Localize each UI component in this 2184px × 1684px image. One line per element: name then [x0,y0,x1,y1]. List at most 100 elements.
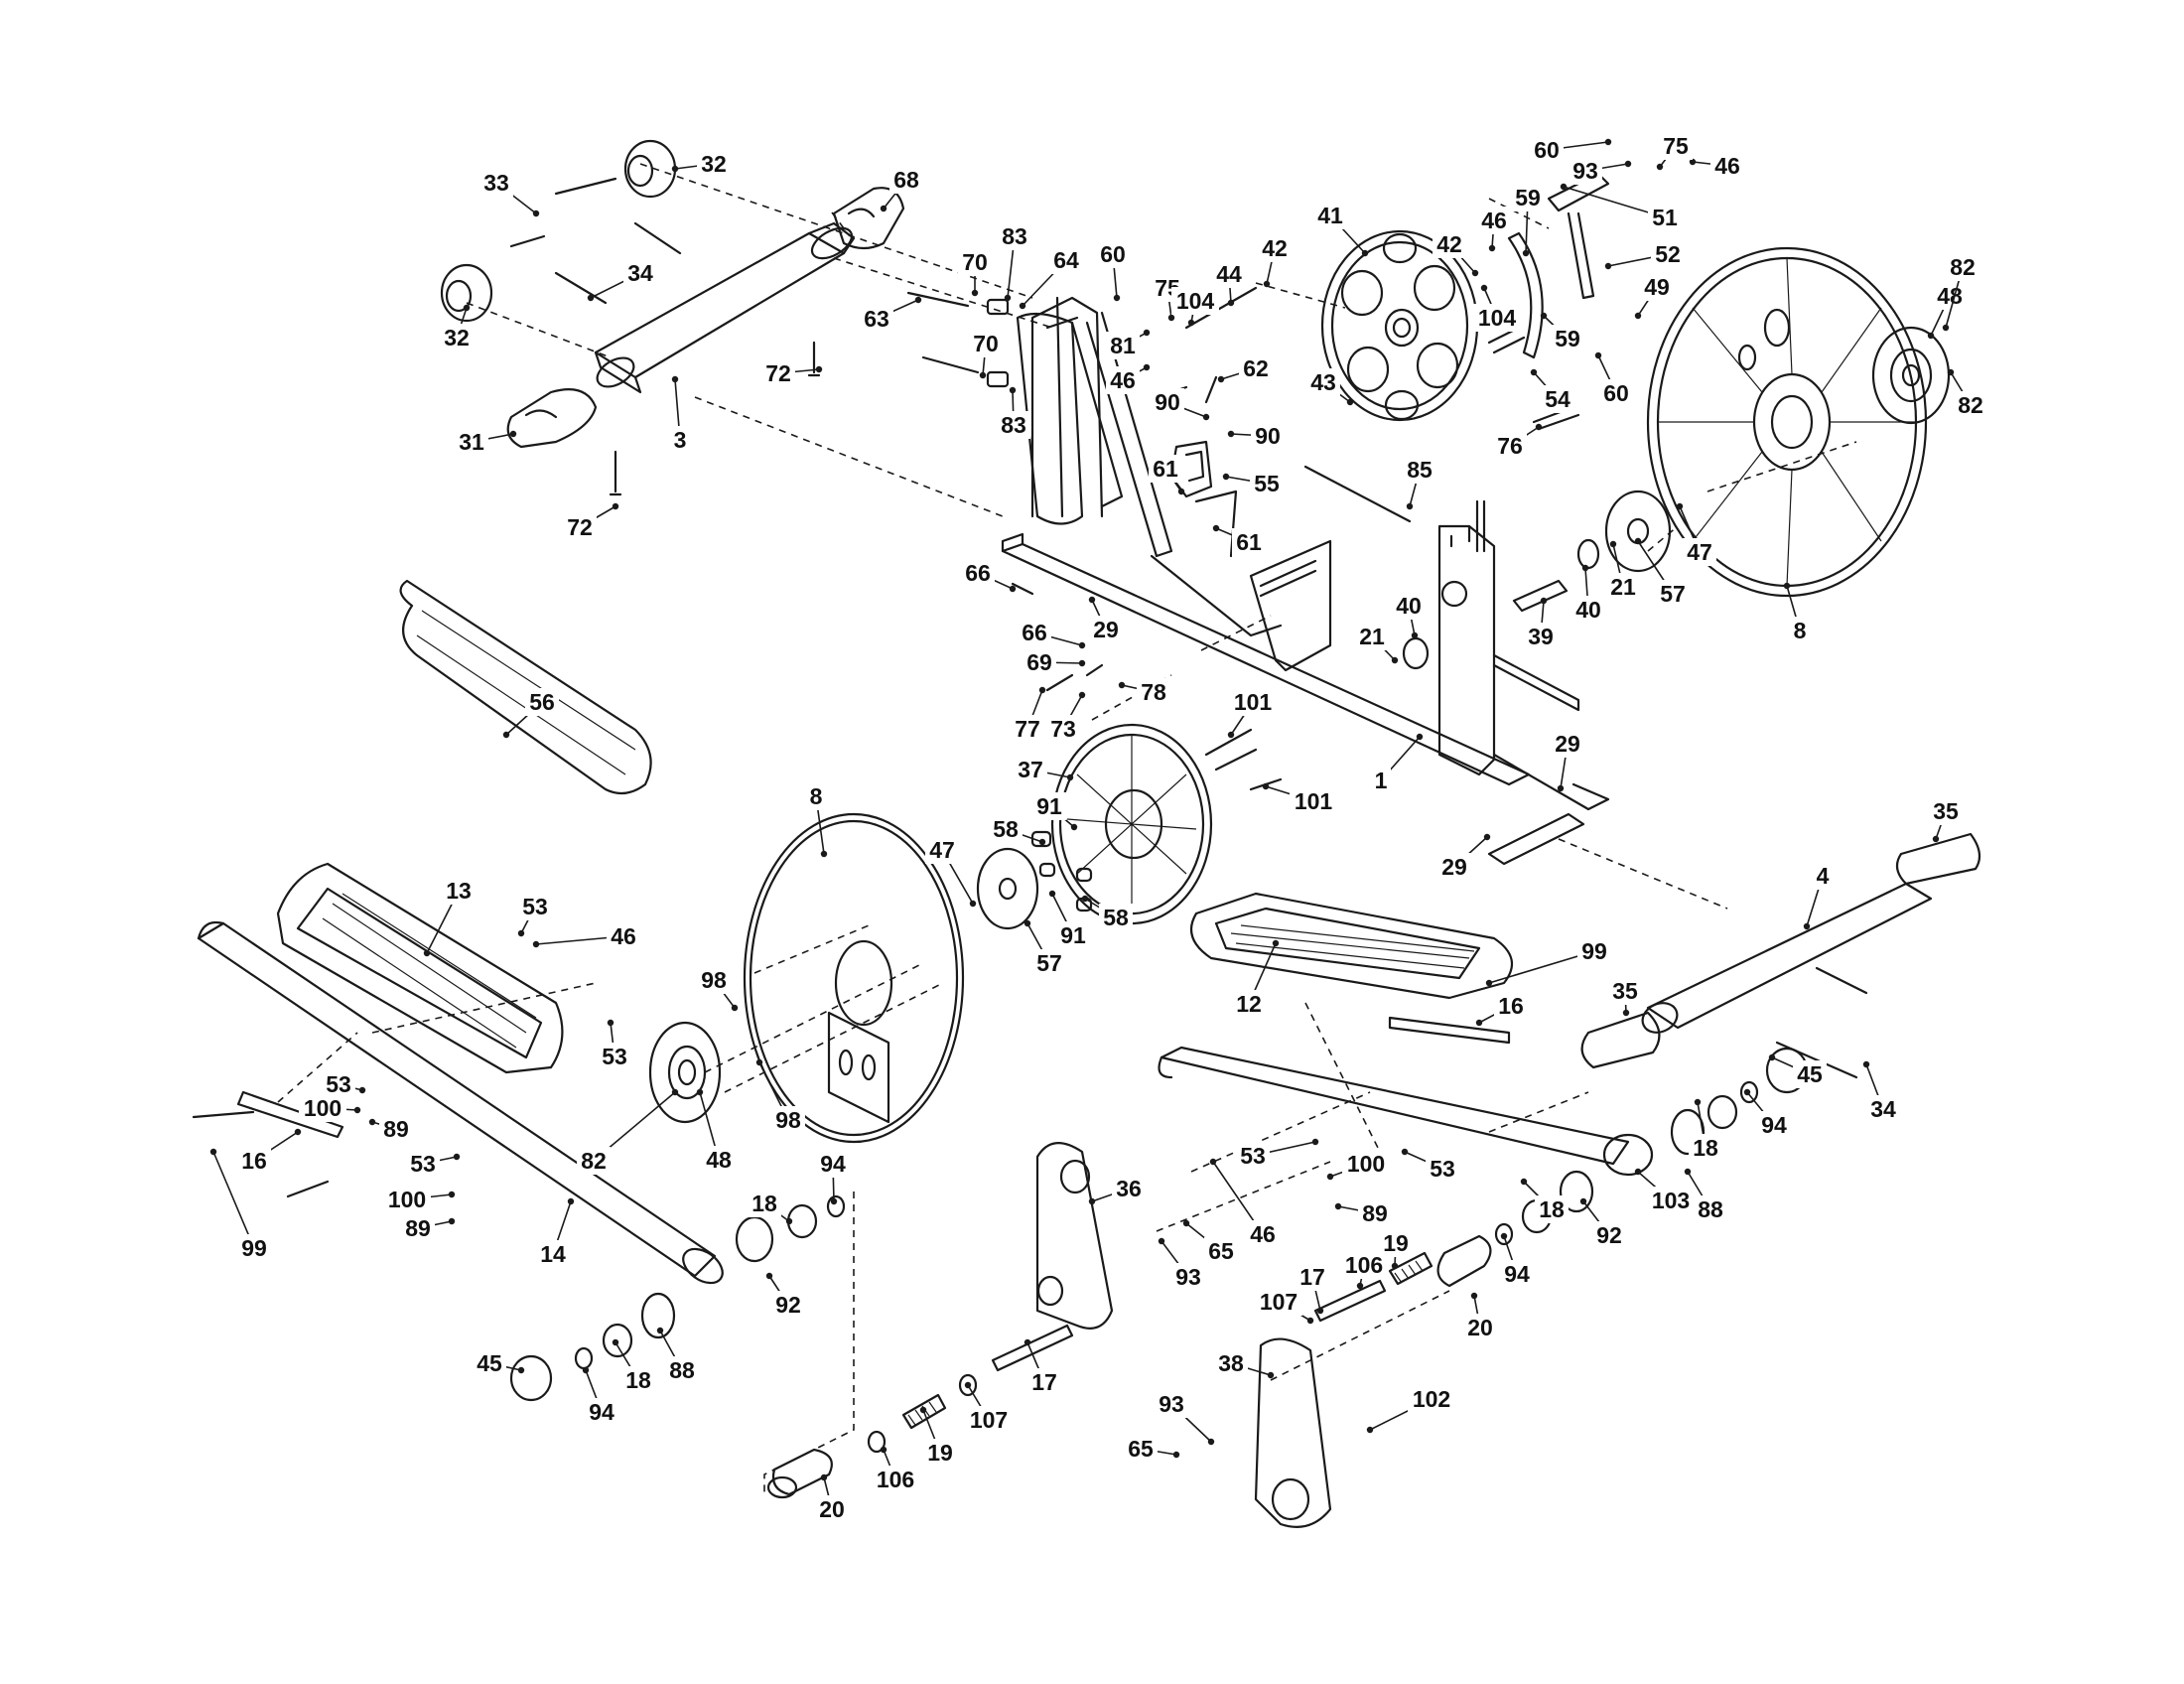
leader-point [587,294,595,302]
part-number-label: 82 [1950,254,1976,280]
part-number-label-bg [479,169,513,197]
part-number-label-bg [925,836,959,864]
left-pedal-arm [192,920,724,1285]
part-number-label-bg [1296,1263,1329,1291]
part-number-label: 56 [529,689,555,715]
part-number-label-bg [1647,1187,1695,1214]
part-number-label-bg [1571,596,1605,624]
leader-point [448,1217,456,1225]
flywheel [1320,229,1479,422]
part-number-label-bg [1477,207,1511,234]
leader-point [1581,564,1589,572]
part-number-label-bg [1340,1251,1388,1279]
crank-spindles [766,1234,1492,1499]
part-number-label: 70 [962,249,988,275]
leader-point [1634,537,1642,545]
part-number-label-bg [1137,678,1170,706]
leader-point [1024,919,1031,927]
leader-point [1604,138,1612,146]
part-number-label-bg [473,1349,506,1377]
part-number-label: 65 [1208,1238,1234,1264]
leader-point [1334,1202,1342,1210]
leader-point [1267,1371,1275,1379]
part-number-label-bg [1608,977,1642,1005]
leader-point [969,900,977,908]
part-number-label: 40 [1396,593,1422,619]
part-number-label: 46 [1714,153,1740,179]
part-number-label-bg [965,1406,1013,1434]
leader-point [1019,302,1026,310]
part-number-label-bg [670,426,690,454]
part-number-label-bg [1342,1150,1390,1178]
leader-point [1346,398,1354,406]
leader-point [1391,656,1399,664]
part-number-label-bg [1433,230,1466,258]
leader-point [671,165,679,173]
leader-point [294,1128,302,1136]
part-number-label: 36 [1116,1176,1142,1201]
leader-point [423,949,431,957]
part-number-label-bg [607,922,640,950]
leader-point [1009,585,1017,593]
part-number-label-bg [989,815,1023,843]
leader-point [509,430,517,438]
leader-point [880,1446,887,1454]
part-number-label: 106 [877,1467,914,1492]
leader-point [1483,833,1491,841]
part-number-label-bg [1099,904,1133,931]
leader-point [1656,163,1664,171]
leader-point [815,365,823,373]
leader-point [1081,895,1089,903]
leader-point [567,1197,575,1205]
part-number-label: 45 [477,1350,502,1376]
part-number-label-bg [1790,617,1810,644]
part-number-label: 89 [1362,1200,1388,1226]
part-number-label: 48 [706,1147,732,1173]
part-number-label-bg [383,1186,431,1213]
part-number-label: 64 [1053,247,1079,273]
part-number-label: 81 [1110,333,1136,358]
part-number-label-bg [1258,234,1292,262]
leader-point [1222,473,1230,481]
part-number-label: 29 [1441,854,1467,880]
part-number-label: 20 [819,1496,845,1522]
part-number-label-bg [1032,792,1066,820]
leader-point [1217,375,1225,383]
part-number-label: 46 [1250,1221,1276,1247]
part-number-label-bg [1239,354,1273,382]
part-number-label: 3 [674,427,687,453]
part-number-label: 75 [1663,133,1689,159]
part-number-label-bg [961,559,995,587]
part-number-label-bg [1018,619,1051,646]
leader-point [1401,1148,1409,1156]
part-number-label: 53 [410,1151,436,1177]
leader-point [1743,1088,1751,1096]
leader-point [1361,249,1369,257]
leader-point [1158,1237,1165,1245]
alignment-lines [277,163,1857,1494]
leader-point [612,502,619,510]
part-number-label: 100 [388,1187,426,1212]
part-number-label: 93 [1175,1264,1201,1290]
part-number-label: 66 [965,560,991,586]
part-number-label: 89 [405,1215,431,1241]
part-number-label-bg [1355,623,1389,650]
callout-labels: 1348812131416161717181818181919202021212… [209,132,1987,1523]
leader-point [1783,582,1791,590]
part-number-label-bg [1656,580,1690,608]
leader-point [1500,1232,1508,1240]
leader-point [368,1118,376,1126]
lower-cross-tube [1580,832,1981,1069]
part-number-label-bg [1014,756,1047,783]
part-number-label-bg [1569,157,1602,185]
crank-arms [1035,1142,1332,1528]
leader-point [964,1381,972,1389]
leader-point [1579,1197,1587,1205]
leader-point [914,296,922,304]
part-number-label-bg [1236,1142,1270,1170]
part-number-label: 78 [1141,679,1166,705]
part-number-label: 21 [1610,574,1636,600]
part-number-label: 100 [304,1095,341,1121]
leader-point [1932,835,1940,843]
part-number-label: 20 [1467,1315,1493,1340]
